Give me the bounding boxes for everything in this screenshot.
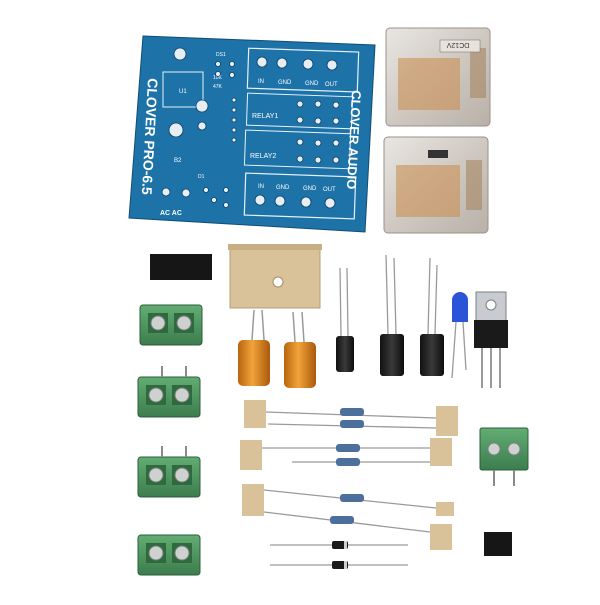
pcb-out-label-top: OUT: [325, 82, 338, 88]
resistor-row-2: [240, 438, 452, 470]
diode-2: [270, 561, 408, 569]
pcb-in-label-top: IN: [258, 79, 264, 85]
pcb-out-label-bottom: OUT: [323, 187, 336, 193]
pcb-relay2-label: RELAY2: [250, 153, 276, 160]
relay-bottom: [383, 136, 489, 234]
pcb-ac-label: AC AC: [160, 210, 182, 217]
screw-terminal-2: [137, 366, 201, 418]
insulating-pad-small: [484, 532, 512, 556]
pcb-gnd2-label-top: GND: [305, 81, 319, 87]
resistor-row-1: [244, 400, 458, 436]
insulating-pad: [150, 254, 212, 280]
pcb-d1-label: D1: [198, 174, 205, 180]
screw-terminal-1: [139, 304, 203, 346]
capacitor-black-small: [336, 267, 354, 372]
insulator-card: [228, 244, 322, 309]
resistor-row-3: [242, 484, 454, 550]
capacitor-black-large: [420, 257, 444, 376]
capacitor-orange-1: [238, 309, 270, 386]
pcb-gnd-label-top: GND: [278, 80, 292, 86]
pcb-in-label-bottom: IN: [258, 184, 264, 190]
screw-terminal-4: [137, 534, 201, 576]
pcb-pads: [161, 47, 340, 209]
relay-top-label: DC12V: [446, 41, 469, 48]
capacitor-orange-2: [284, 311, 316, 388]
pcb-title-left: CLOVER PRO-6.5: [139, 78, 161, 196]
blue-led: [451, 292, 468, 379]
pcb-board: CLOVER PRO-6.5 CLOVER AUDIO RELAY1 RELAY…: [128, 35, 376, 233]
pcb-b2-label: B2: [174, 158, 182, 164]
pcb-title-right: CLOVER AUDIO: [344, 90, 364, 190]
pcb-relay1-label: RELAY1: [252, 113, 278, 120]
screw-terminal-small: [479, 427, 529, 486]
capacitor-black-medium: [380, 254, 404, 376]
relay-top: DC12V: [385, 27, 491, 127]
pcb-10k-label: 10K: [213, 75, 223, 81]
pcb-u1-label: U1: [179, 89, 187, 95]
screw-terminal-3: [137, 446, 201, 498]
voltage-regulator: [474, 291, 508, 388]
pcb-47k-label: 47K: [213, 84, 223, 90]
diode-1: [270, 541, 408, 549]
pcb-ds1-label: DS1: [216, 52, 226, 58]
pcb-gnd-label-bottom: GND: [276, 185, 290, 191]
pcb-gnd2-label-bottom: GND: [303, 186, 317, 192]
